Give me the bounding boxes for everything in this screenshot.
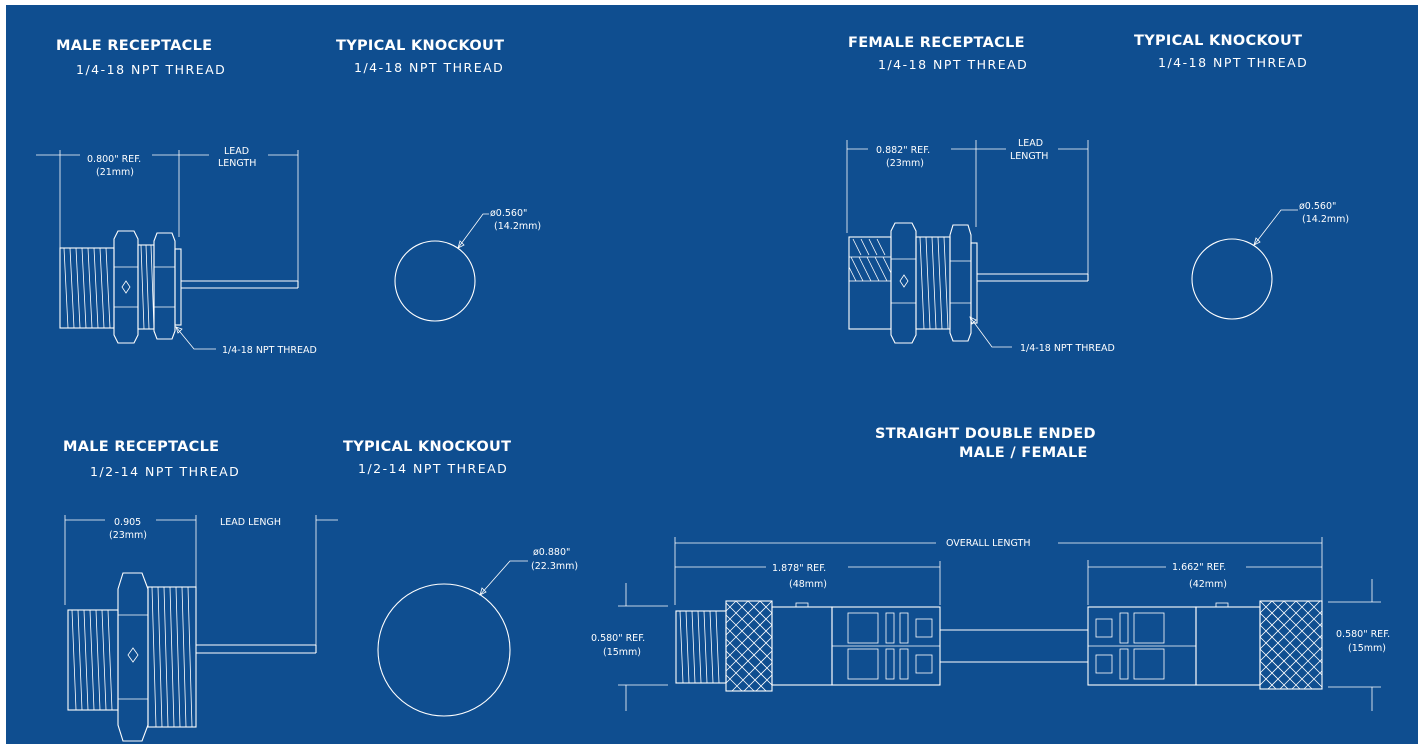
double-ended-overall-length: OVERALL LENGTH xyxy=(946,538,1031,549)
knockout-quarter-a-diameter: ø0.560" xyxy=(490,208,527,219)
double-ended-left-diameter-mm: (15mm) xyxy=(603,647,641,658)
knockout-quarter-a-circle xyxy=(394,240,476,322)
double-ended-left-ref-mm: (48mm) xyxy=(789,579,827,590)
male-receptacle-quarter-drawing xyxy=(36,150,299,350)
male-receptacle-half-drawing xyxy=(64,515,338,742)
female-receptacle-thread: 1/4-18 NPT THREAD xyxy=(878,57,1029,72)
blueprint-sheet: MALE RECEPTACLE 1/4-18 NPT THREAD TYPICA… xyxy=(6,5,1418,744)
double-ended-right-ref: 1.662" REF. xyxy=(1172,562,1226,573)
male-receptacle-quarter-title: MALE RECEPTACLE xyxy=(56,38,213,54)
knockout-quarter-b-leader xyxy=(1253,209,1298,246)
knockout-half-leader xyxy=(479,560,528,596)
female-thread-callout: 1/4-18 NPT THREAD xyxy=(1020,343,1115,354)
female-width-mm: (23mm) xyxy=(886,158,924,169)
male-quarter-width-dim: 0.800" REF. xyxy=(87,154,141,165)
male-quarter-lead-label-2: LENGTH xyxy=(218,158,256,169)
male-half-width-dim: 0.905 xyxy=(114,517,141,528)
knockout-quarter-b-diameter: ø0.560" xyxy=(1299,201,1336,212)
male-quarter-lead-label: LEAD xyxy=(224,146,249,157)
male-receptacle-half-thread: 1/2-14 NPT THREAD xyxy=(90,464,241,479)
double-ended-title: STRAIGHT DOUBLE ENDED xyxy=(875,426,1096,442)
male-quarter-thread-callout: 1/4-18 NPT THREAD xyxy=(222,345,317,356)
female-width-dim: 0.882" REF. xyxy=(876,145,930,156)
knockout-half-diameter: ø0.880" xyxy=(533,547,570,558)
typical-knockout-half-title: TYPICAL KNOCKOUT xyxy=(343,439,512,455)
female-receptacle-title: FEMALE RECEPTACLE xyxy=(848,35,1025,51)
male-quarter-width-mm: (21mm) xyxy=(96,167,134,178)
female-lead-label-2: LENGTH xyxy=(1010,151,1048,162)
male-receptacle-half-title: MALE RECEPTACLE xyxy=(63,439,220,455)
typical-knockout-quarter-b-thread: 1/4-18 NPT THREAD xyxy=(1158,55,1309,70)
typical-knockout-half-thread: 1/2-14 NPT THREAD xyxy=(358,461,509,476)
double-ended-drawing xyxy=(618,537,1381,711)
knockout-quarter-a-leader xyxy=(457,213,489,249)
typical-knockout-quarter-a-thread: 1/4-18 NPT THREAD xyxy=(354,60,505,75)
double-ended-left-ref: 1.878" REF. xyxy=(772,563,826,574)
knockout-quarter-b-diameter-mm: (14.2mm) xyxy=(1302,214,1349,225)
female-receptacle-drawing xyxy=(846,140,1089,348)
knockout-quarter-a-diameter-mm: (14.2mm) xyxy=(494,221,541,232)
typical-knockout-quarter-a-title: TYPICAL KNOCKOUT xyxy=(336,38,505,54)
double-ended-right-diameter-mm: (15mm) xyxy=(1348,643,1386,654)
double-ended-right-diameter: 0.580" REF. xyxy=(1336,629,1390,640)
male-receptacle-quarter-thread: 1/4-18 NPT THREAD xyxy=(76,62,227,77)
technical-drawings: 0.800" REF. (21mm) LEAD LENGTH 1/4-18 NP… xyxy=(36,138,1390,742)
knockout-half-diameter-mm: (22.3mm) xyxy=(531,561,578,572)
knockout-quarter-b-circle xyxy=(1191,238,1273,320)
male-half-width-mm: (23mm) xyxy=(109,530,147,541)
female-lead-label: LEAD xyxy=(1018,138,1043,149)
male-half-lead-label: LEAD LENGH xyxy=(220,517,281,528)
double-ended-left-diameter: 0.580" REF. xyxy=(591,633,645,644)
knockout-half-circle xyxy=(377,583,511,717)
typical-knockout-quarter-b-title: TYPICAL KNOCKOUT xyxy=(1134,33,1303,49)
double-ended-subtitle: MALE / FEMALE xyxy=(959,445,1088,461)
double-ended-right-ref-mm: (42mm) xyxy=(1189,579,1227,590)
